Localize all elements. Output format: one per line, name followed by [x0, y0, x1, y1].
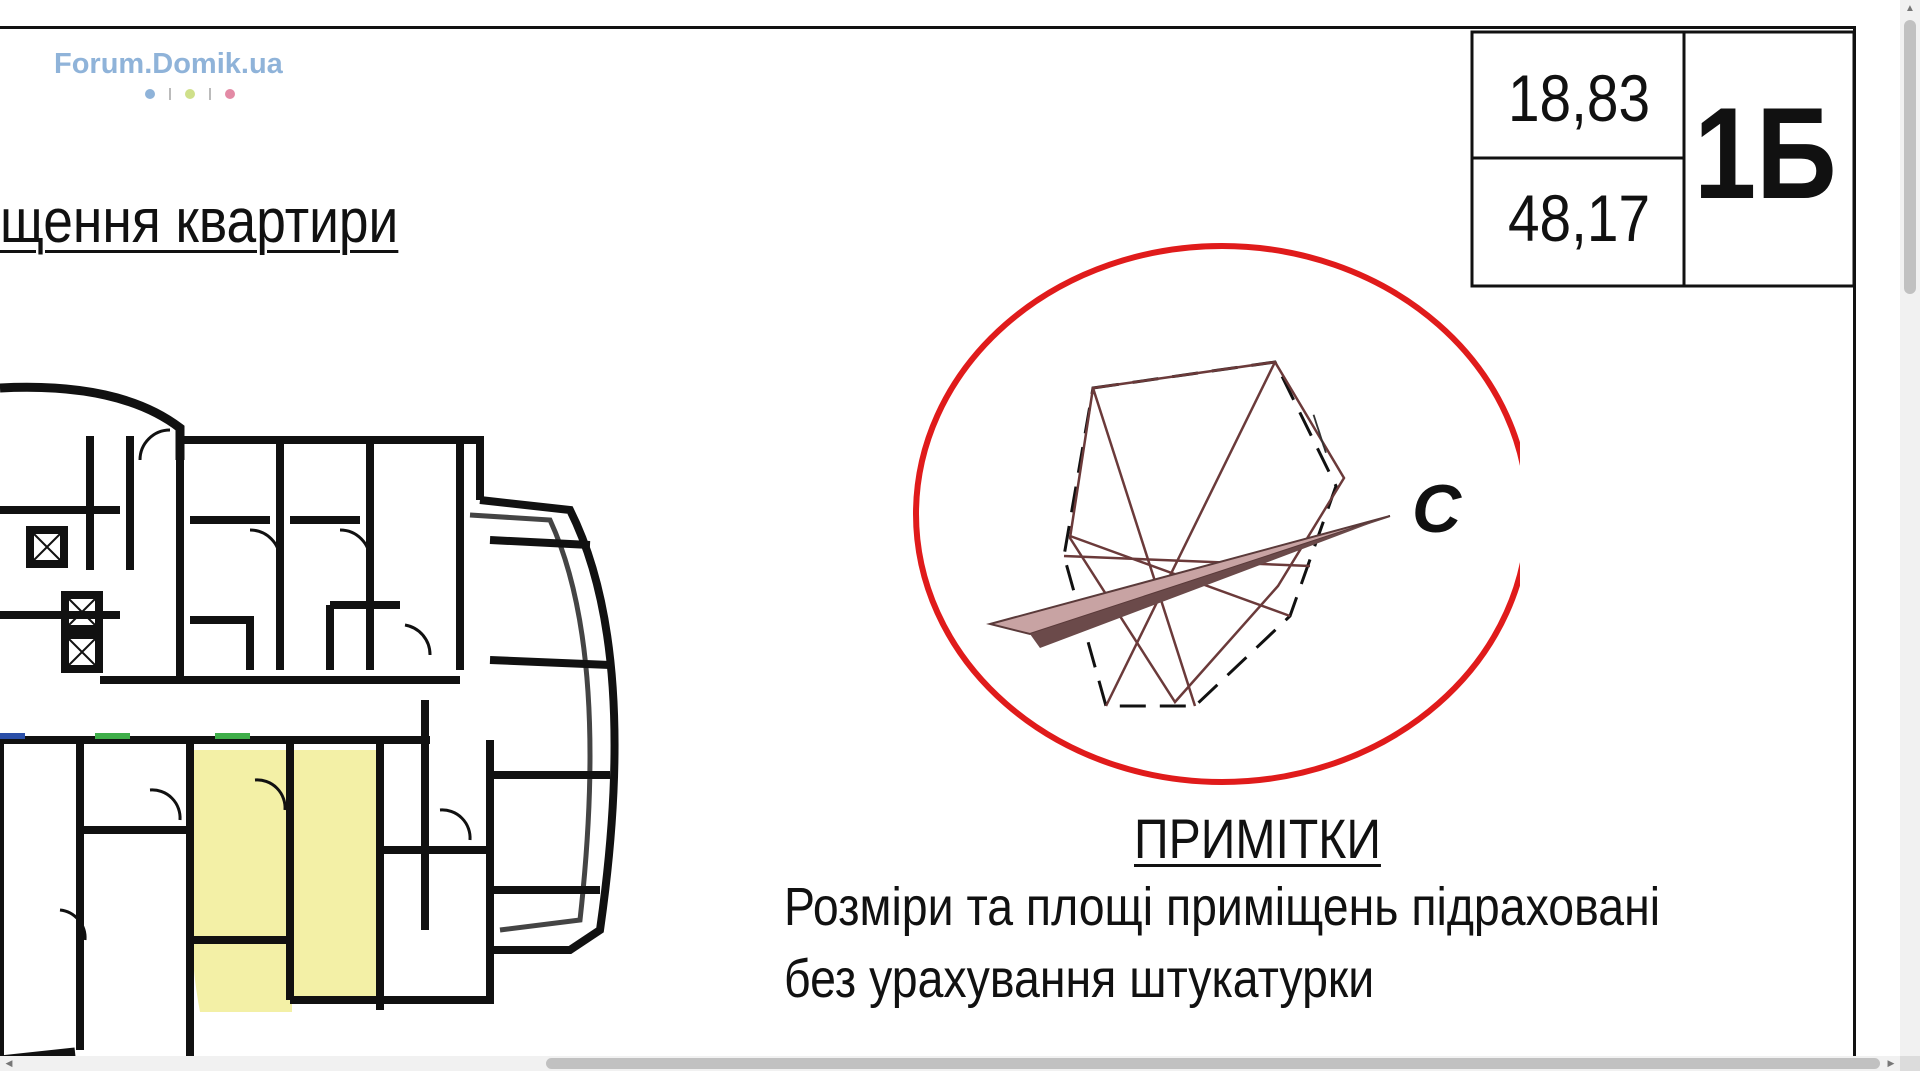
compass-needle: [986, 515, 1391, 648]
notes-title: ПРИМІТКИ: [1134, 807, 1381, 870]
plan-wall: [190, 616, 254, 670]
plan-wall: [290, 740, 494, 1004]
drawing-frame: [0, 26, 1856, 1056]
wind-rose-polygon: [1062, 360, 1338, 708]
watermark-dots: [145, 88, 235, 100]
horizontal-scroll-thumb[interactable]: [546, 1058, 1880, 1069]
compass-needle-shade: [1030, 516, 1390, 648]
plan-wall: [489, 536, 611, 894]
document-viewport: Forum.Domik.ua щення квартири 18,83 48,1…: [0, 26, 1856, 1056]
plan-outer-wall: [0, 382, 185, 460]
apartment-code: 1Б: [1694, 80, 1837, 226]
door-swing: [439, 808, 472, 841]
plan-wall: [76, 740, 194, 1056]
door-swing: [254, 778, 287, 811]
watermark-logo: Forum.Domik.ua: [54, 48, 283, 80]
door-swing: [149, 788, 182, 821]
scroll-left-arrow-icon[interactable]: ◀: [5, 1058, 13, 1068]
floor-plan-sheet: Forum.Domik.ua щення квартири 18,83 48,1…: [0, 26, 1856, 1056]
area-table: [1470, 30, 1856, 288]
plan-heading: щення квартири: [0, 187, 399, 256]
elevator-shaft: [26, 526, 68, 568]
compass-north-label: С: [1412, 471, 1462, 547]
wind-rose-solid: [1068, 360, 1346, 705]
plan-wall: [100, 428, 184, 684]
highlighted-apartment: [200, 940, 292, 1010]
wind-rose-axis: [1104, 361, 1277, 707]
horizontal-scrollbar[interactable]: ◀ ▶: [0, 1056, 1900, 1071]
elevator-shaft: [61, 631, 103, 673]
compass-highlight-circle: [913, 243, 1520, 785]
door-swing: [404, 623, 432, 656]
floor-plan-drawing: [0, 382, 619, 1056]
note-line: без урахування штукатурки: [784, 949, 1375, 1009]
area-value-total: 48,17: [1507, 181, 1651, 255]
door-swing: [339, 528, 372, 561]
plan-wall: [326, 601, 400, 670]
wind-rose-axis: [1091, 387, 1197, 707]
plan-wall: [286, 740, 384, 1010]
plan-facade-inner: [469, 512, 593, 933]
elevator-cross: [29, 529, 100, 670]
note-line: Розміри та площі приміщень підраховані: [784, 877, 1661, 937]
scroll-up-arrow-icon[interactable]: ▲: [1905, 3, 1915, 14]
plan-wall: [86, 436, 134, 570]
vertical-scroll-thumb[interactable]: [1904, 20, 1916, 294]
plan-facade: [479, 496, 619, 954]
watermark-dot-blue: [145, 89, 155, 99]
door-swing: [138, 428, 171, 461]
wind-rose-axis: [1063, 554, 1311, 568]
wind-rose-diagram: ━━━━━━: [913, 243, 1520, 785]
door-swing: [249, 528, 282, 561]
watermark-dot-pink: [225, 89, 235, 99]
area-value-living: 18,83: [1507, 61, 1651, 135]
plan-wall: [180, 436, 484, 500]
scrollbar-corner: [1900, 1056, 1920, 1071]
elevator-shaft: [61, 591, 103, 633]
door-swing: [59, 908, 87, 941]
vertical-scrollbar[interactable]: ▲: [1900, 0, 1920, 1056]
watermark-dot-green: [185, 89, 195, 99]
plan-outer-wall: [0, 1047, 76, 1056]
scroll-right-arrow-icon[interactable]: ▶: [1887, 1058, 1895, 1068]
